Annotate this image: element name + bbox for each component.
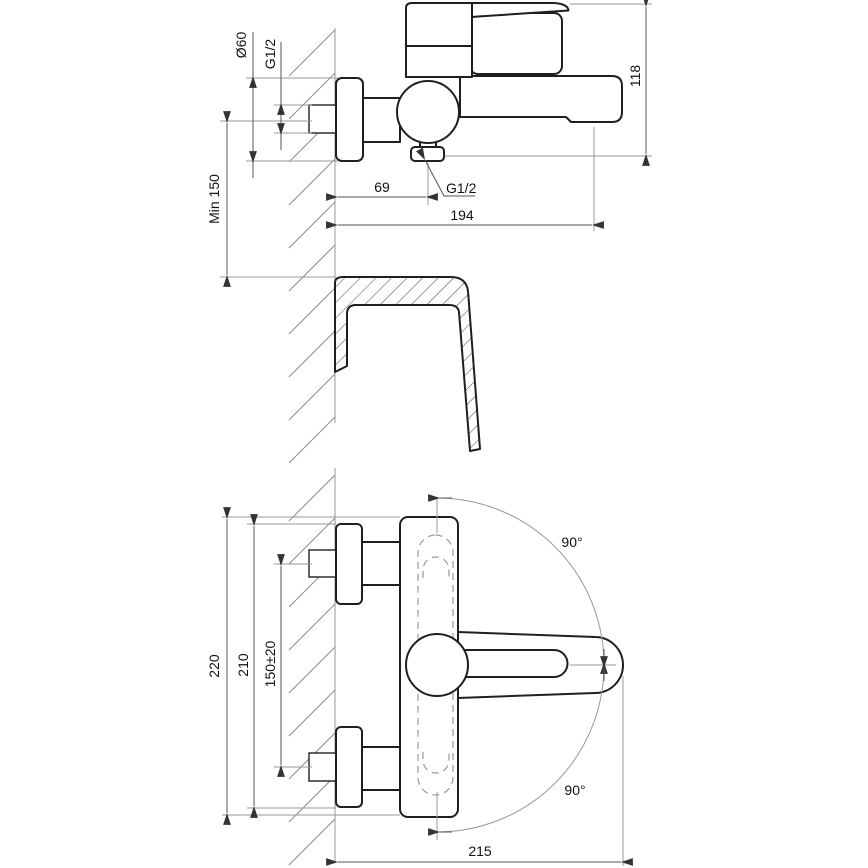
label-swing-lower: 90° [564, 782, 585, 798]
label-escutcheon-diameter: Ø60 [233, 32, 249, 59]
escutcheon-side [335, 77, 364, 162]
label-inlet-thread: G1/2 [262, 39, 278, 70]
label-body-depth: 118 [627, 65, 643, 88]
label-shower-outlet-thread: G1/2 [446, 180, 477, 196]
tub-rim-profile [334, 276, 481, 452]
escutcheon-lower [335, 726, 363, 808]
side-view [308, 2, 623, 162]
wall-connector-upper [361, 541, 403, 586]
label-inlet-spacing: 150±20 [262, 640, 278, 687]
wall-connector-lower [361, 746, 403, 791]
lever-stem-side [405, 2, 473, 47]
front-view [308, 516, 624, 818]
lever-blade-side [471, 2, 570, 18]
cartridge-collar-side [405, 45, 473, 78]
bathtub-rim-section [334, 276, 481, 452]
handle-rotated-silhouette [417, 534, 454, 796]
body-shoulder-side [469, 12, 563, 75]
extension-lines [220, 3, 652, 866]
wall-connector-side [362, 97, 401, 143]
label-escutcheon-span: 210 [235, 653, 251, 677]
dimension-labels: Ø60 G1/2 118 Min 150 69 G1/2 194 220 210… [206, 32, 643, 859]
handle-inner-contour [436, 649, 569, 678]
handle-pivot-circle [405, 633, 469, 697]
spout-body-side [459, 75, 623, 123]
wall-hatch-marks [288, 29, 336, 866]
escutcheon-upper [335, 523, 363, 605]
inlet-pipe-stub-upper [308, 549, 337, 578]
label-min-mount-height: Min 150 [206, 174, 222, 224]
swing-arc-arrows [428, 494, 608, 836]
dimension-lines [223, 0, 650, 866]
inlet-pipe-stub-lower [308, 752, 337, 782]
outlet-nut-side [410, 146, 445, 162]
label-overall-height: 220 [206, 654, 222, 678]
valve-body-circle-side [396, 80, 460, 144]
label-outlet-offset: 69 [374, 179, 390, 195]
label-overall-reach: 215 [468, 843, 492, 859]
label-swing-upper: 90° [561, 534, 582, 550]
inlet-pipe-stub-side [308, 104, 337, 134]
wall-section [288, 28, 336, 866]
label-spout-reach: 194 [450, 207, 474, 223]
